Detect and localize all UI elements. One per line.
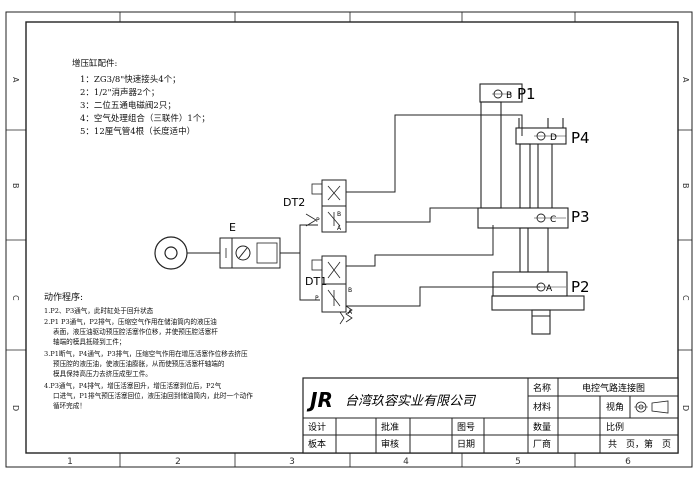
port-name: P1 [517, 85, 536, 103]
port-name: P3 [571, 208, 590, 226]
parts-item: 1：ZG3/8"快速接头4个； [80, 74, 181, 85]
row-label: C [11, 295, 20, 301]
port-a-label: A [348, 309, 353, 316]
view-label: 视角 [606, 401, 624, 413]
column-label: 6 [625, 457, 631, 467]
procedure-line: 3.P1断气，P4通气，P3排气，压缩空气作用在增压活塞作位移去挤压 [44, 349, 248, 358]
port-tag: A [546, 284, 553, 294]
procedure-line: 模具保持高压力去挤压成型工件。 [53, 369, 152, 378]
column-dividers [119, 12, 576, 467]
parts-item: 4：空气处理组合（三联件）1个； [80, 113, 210, 124]
port-p-label: P [316, 217, 320, 224]
factory-label: 厂商 [533, 438, 551, 450]
port-tag: B [506, 91, 512, 101]
column-label: 5 [515, 457, 521, 467]
company-name: 台湾玖容实业有限公司 [345, 393, 477, 409]
air-lines [346, 114, 540, 307]
procedure-title: 动作程序: [44, 291, 83, 303]
company-logo: JR [306, 388, 333, 412]
air-treatment-unit: E [219, 221, 300, 269]
row-label: B [11, 183, 20, 189]
valve-dt2-label: DT2 [283, 196, 305, 209]
parts-list: 增压缸配件: 1：ZG3/8"快速接头4个； 2：1/2"消声器2个； 3：二位… [72, 58, 210, 137]
row-label: D [11, 405, 20, 411]
port-name: P2 [571, 278, 590, 296]
port-p-label: P [315, 295, 319, 302]
pages-text: 共 页，第 页 [608, 438, 671, 450]
parts-item: 3：二位五通电磁阀2只； [80, 100, 176, 111]
port-b-label: B [348, 287, 352, 294]
unit-label: E [229, 221, 236, 234]
row-label: D [681, 405, 690, 411]
procedure-line: 循环完成！ [53, 401, 86, 410]
port-tag: D [550, 133, 557, 143]
port-name: P4 [571, 129, 590, 147]
valve-dt1-label: DT1 [305, 275, 327, 288]
supply-lines [299, 224, 320, 301]
procedure-line: 4.P3通气，P4排气，增压活塞回升，增压活塞到位后，P2气 [44, 381, 222, 390]
port-tag: C [550, 215, 556, 225]
air-source-symbol [154, 236, 220, 270]
row-dividers [6, 129, 692, 351]
port-a-label: A [337, 225, 342, 232]
booster-cylinder [477, 83, 585, 335]
column-label: 4 [403, 457, 409, 467]
port-labels: B P1 D P4 C P3 A P2 [506, 85, 590, 296]
column-labels: 1 2 3 4 5 6 [67, 457, 631, 467]
name-value: 电控气路连接图 [582, 382, 645, 394]
procedure-line: 轴端的模具抵碰到工件； [53, 337, 126, 346]
valve-dt2: DT2 P A B [283, 179, 347, 233]
column-label: 1 [67, 457, 73, 467]
column-label: 2 [175, 457, 181, 467]
design-label: 设计 [308, 421, 326, 433]
row-labels: A B C D A B C D [11, 77, 690, 411]
projection-symbol-icon [634, 400, 669, 414]
row-label: B [681, 183, 690, 189]
procedure-line: 2.P1 P3通气，P2排气，压缩空气作用在储油筒内的液压油 [44, 317, 217, 326]
procedure-line: 预压腔的液压油，使液压油膨胀，从而使预压活塞杆轴端的 [53, 359, 225, 368]
row-label: C [681, 295, 690, 301]
drawing-no-label: 图号 [457, 422, 475, 433]
procedure: 动作程序: 1.P2、P3通气，此时缸处于回升状态 2.P1 P3通气，P2排气… [44, 291, 253, 410]
valve-dt1: DT1 P B A [305, 255, 353, 325]
procedure-line: 表面，液压油驱动预压腔活塞作位移，并使预压腔活塞杆 [53, 327, 218, 336]
parts-item: 2：1/2"消声器2个； [80, 87, 159, 98]
approve-label: 批准 [381, 421, 399, 433]
procedure-line: 1.P2、P3通气，此时缸处于回升状态 [44, 306, 154, 315]
board-label: 板本 [308, 438, 326, 450]
material-label: 材料 [533, 401, 551, 413]
review-label: 审核 [381, 438, 399, 450]
outer-border [5, 11, 693, 468]
parts-title: 增压缸配件: [72, 58, 117, 69]
port-b-label: B [337, 211, 341, 218]
parts-item: 5：12厘气管4根（长度适中） [80, 126, 195, 137]
row-label: A [11, 77, 20, 83]
procedure-line: 口进气，P1排气预压活塞回位，液压油回到储油筒内，此时一个动作 [53, 391, 253, 400]
row-label: A [681, 77, 690, 83]
column-label: 3 [289, 457, 295, 467]
scale-label: 比例 [606, 421, 624, 433]
title-block: JR 台湾玖容实业有限公司 名称 电控气路连接图 材料 视角 设计 批准 图号 … [302, 377, 679, 454]
qty-label: 数量 [533, 421, 551, 433]
name-label: 名称 [533, 382, 551, 394]
date-label: 日期 [457, 439, 475, 450]
port-markers [492, 89, 566, 292]
